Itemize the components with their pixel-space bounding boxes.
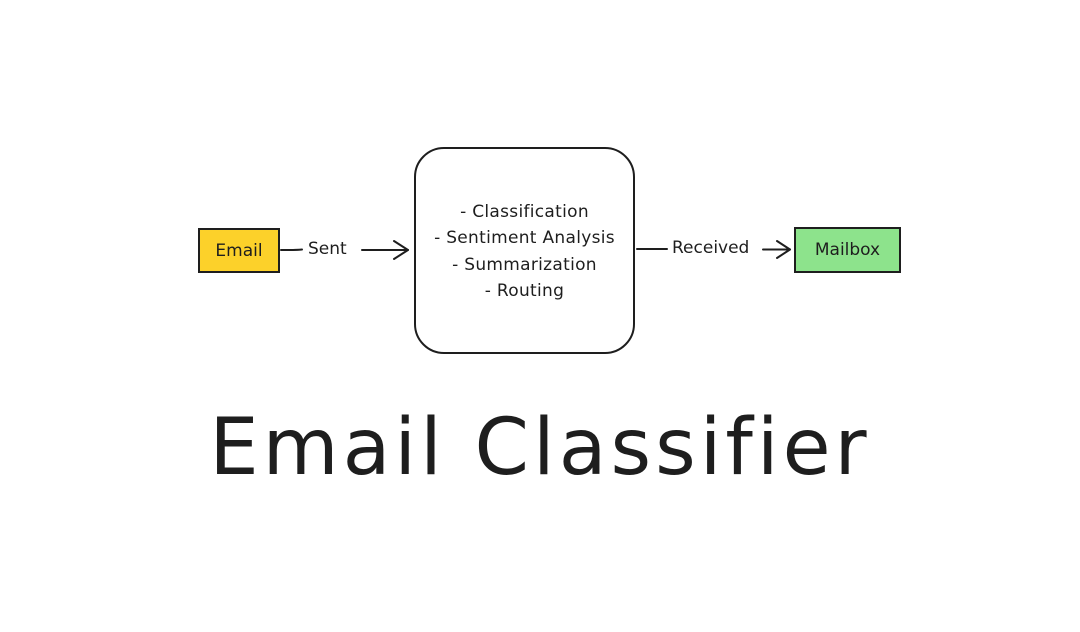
received-arrowhead (776, 240, 791, 259)
email-node-label: Email (215, 240, 263, 261)
sent-edge-label: Sent (305, 239, 350, 259)
diagram-title: Email Classifier (209, 403, 871, 493)
classifier-process-box[interactable]: - Classification - Sentiment Analysis - … (414, 147, 635, 354)
step-routing: - Routing (484, 281, 565, 301)
step-classification: - Classification (460, 201, 589, 222)
sent-arrowhead (393, 240, 409, 260)
step-summarization: - Summarization (452, 254, 597, 275)
step-sentiment-analysis: - Sentiment Analysis (434, 228, 615, 248)
sent-connector-line (280, 248, 303, 251)
mailbox-node[interactable]: Mailbox (794, 227, 901, 273)
received-edge-label: Received (669, 238, 753, 258)
mailbox-node-label: Mailbox (814, 240, 881, 260)
email-node[interactable]: Email (198, 228, 280, 273)
